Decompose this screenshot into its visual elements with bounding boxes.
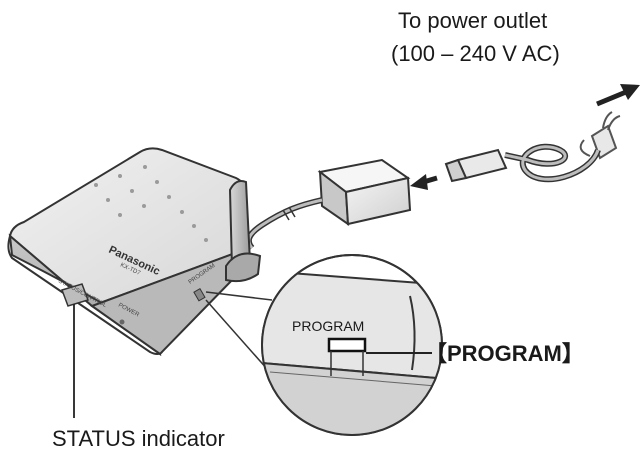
program-label-small: PROGRAM bbox=[292, 318, 364, 334]
dc-plug bbox=[444, 148, 508, 183]
ac-adaptor bbox=[317, 158, 412, 226]
program-button-small[interactable] bbox=[193, 287, 206, 302]
base-unit: Panasonic KX-TD7 STATUS/CONTROL POWER PR… bbox=[7, 147, 248, 357]
antenna bbox=[225, 180, 262, 283]
arrow-up-right-icon bbox=[596, 84, 640, 107]
dc-cable bbox=[245, 197, 323, 250]
arrow-left-icon bbox=[410, 174, 438, 190]
status-indicator-window bbox=[61, 283, 89, 307]
program-callout-label: 【PROGRAM】 bbox=[425, 341, 584, 366]
voltage-label: (100 – 240 V AC) bbox=[391, 41, 560, 66]
power-outlet-label: To power outlet bbox=[398, 8, 547, 33]
program-button[interactable] bbox=[327, 337, 367, 353]
power-led bbox=[119, 319, 125, 325]
zoom-leader-top bbox=[205, 291, 273, 301]
zoom-leader-bottom bbox=[205, 299, 269, 371]
status-indicator-label: STATUS indicator bbox=[52, 426, 225, 451]
